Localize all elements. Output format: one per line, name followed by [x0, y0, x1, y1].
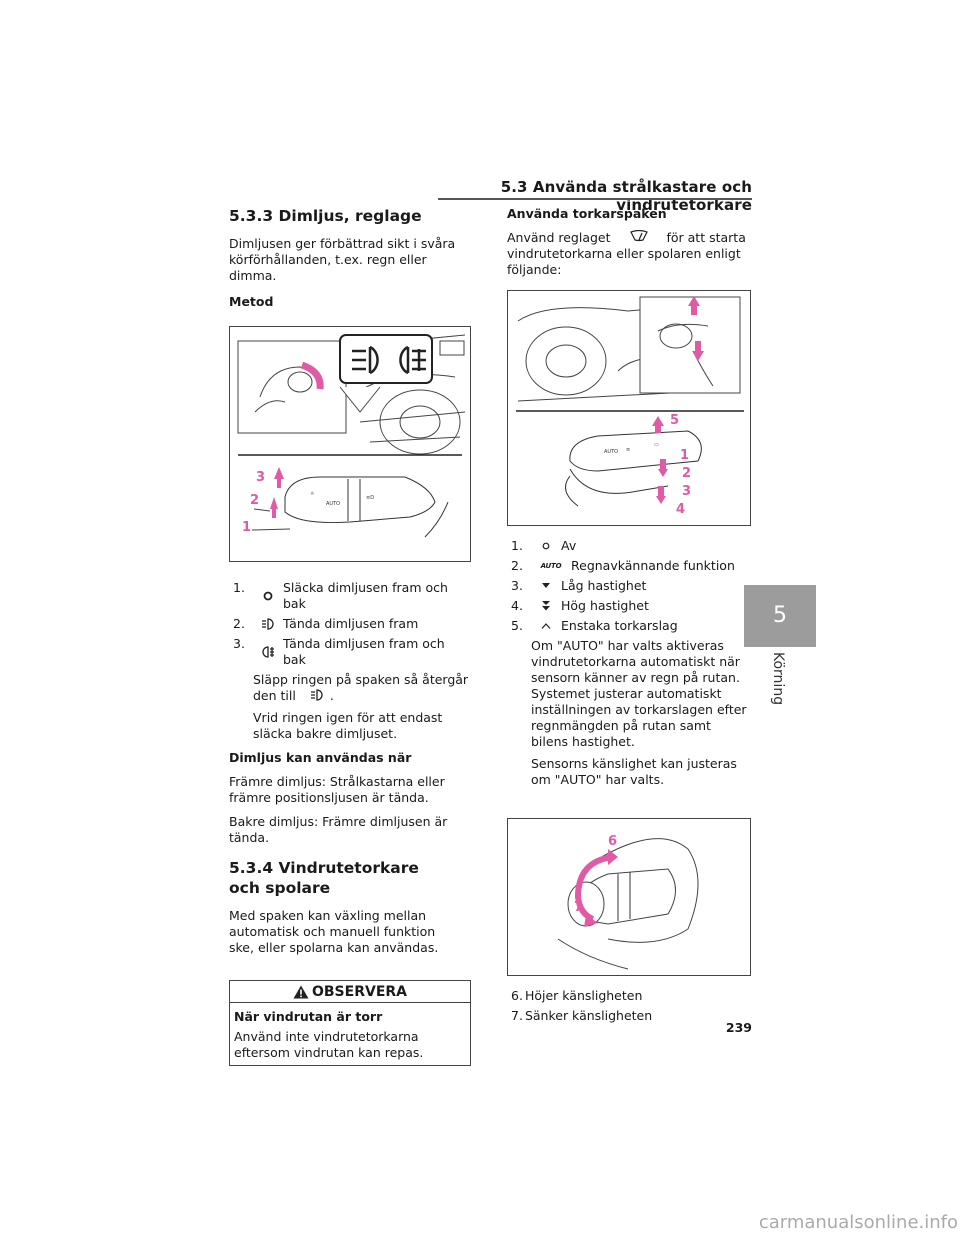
low-speed-icon	[531, 578, 561, 594]
fog-item-2-num: 2.	[233, 616, 245, 631]
wiper-item-5-text: Enstaka torkarslag	[561, 618, 678, 633]
fog-item-3-num: 3.	[233, 636, 245, 651]
off-ring-icon	[253, 580, 283, 612]
sens-item-7-text: Sänker känsligheten	[524, 1008, 653, 1023]
fog-item-1-num: 1.	[233, 580, 245, 595]
sensitivity-figure: 6 7	[507, 818, 751, 976]
wiper-instr-before: Använd reglaget	[507, 230, 611, 245]
wiper-item-3: 3. Låg hastighet	[511, 578, 751, 594]
fog-item-2: 2. Tända dimljusen fram	[233, 616, 471, 632]
sens-label-6: 6	[608, 834, 617, 849]
svg-text:AUTO: AUTO	[604, 449, 618, 455]
watermark: carmanualsonline.info	[758, 1212, 958, 1233]
sensitivity-note: Sensorns känslighet kan justeras om "AUT…	[531, 756, 737, 787]
auto-icon: AUTO	[540, 562, 562, 570]
front-fog-icon	[253, 616, 283, 632]
section-header: 5.3 Använda strålkastare och vindrutetor…	[500, 178, 752, 214]
release-note: Släpp ringen på spaken så återgår den ti…	[233, 672, 471, 704]
notice-heading: När vindrutan är torr	[234, 1009, 383, 1024]
wiper-item-1-num: 1.	[511, 538, 523, 553]
chapter-label-wrap: Körning	[770, 652, 790, 722]
wiper-item-5-num: 5.	[511, 618, 523, 633]
wiper-label-3: 3	[682, 484, 691, 499]
sens-label-7: 7	[574, 900, 583, 915]
notice-text: Använd inte vindrutetorkarna eftersom vi…	[234, 1029, 424, 1060]
wiper-item-3-num: 3.	[511, 578, 523, 593]
svg-text:≡D: ≡D	[366, 495, 374, 501]
wiper-item-4-num: 4.	[511, 598, 523, 613]
high-speed-icon	[531, 598, 561, 614]
wiper-item-5: 5. Enstaka torkarslag	[511, 618, 751, 634]
warning-icon	[293, 985, 309, 998]
page-number: 239	[725, 1020, 752, 1035]
wiper-icon	[629, 229, 648, 242]
wiper-item-3-text: Låg hastighet	[561, 578, 647, 593]
fog-item-1: 1. Släcka dimljusen fram och bak	[233, 580, 471, 612]
sensitivity-ring-illustration: 6 7	[557, 834, 699, 970]
chapter-tab[interactable]: 5	[744, 585, 816, 647]
section-title-wiper: 5.3.4 Vindrutetorkare och spolare	[229, 859, 419, 897]
sens-item-6-text: Höjer känsligheten	[524, 988, 643, 1003]
wiper-item-2: 2. AUTO Regnavkännande funktion	[511, 558, 751, 574]
wiper-instruction: Använd reglaget för att starta vindrutet…	[507, 229, 751, 278]
wiper-lever-figure: AUTO ≡ ▭ 5 1 2 3 4	[507, 290, 751, 526]
svg-text:≡: ≡	[626, 447, 630, 453]
wiper-item-1: 1. Av	[511, 538, 751, 554]
wiper-item-4: 4. Hög hastighet	[511, 598, 751, 614]
sens-item-6-num: 6.	[511, 988, 523, 1003]
wiper-label-5: 5	[670, 413, 679, 428]
rear-fog-condition: Bakre dimljus: Främre dimljusen är tända…	[229, 814, 448, 845]
wiper-item-2-num: 2.	[511, 558, 523, 573]
fog-label-3: 3	[256, 470, 265, 485]
fog-label-1: 1	[242, 520, 251, 535]
fog-intro: Dimljusen ger förbättrad sikt i svåra kö…	[229, 236, 456, 283]
fog-item-1-text: Släcka dimljusen fram och bak	[283, 580, 448, 611]
wiper-lever-illustration: AUTO ≡ ▭ 5 1 2 3 4	[516, 296, 744, 517]
wiper-item-2-text: Regnavkännande funktion	[571, 558, 735, 573]
wiper-label-1: 1	[680, 448, 689, 463]
left-column: 5.3.3 Dimljus, reglage Dimljusen ger för…	[229, 206, 471, 1066]
fog-item-3-text: Tända dimljusen fram och bak	[283, 636, 445, 667]
fog-lever-illustration: ☼ AUTO ≡D 3 2 1	[237, 334, 466, 538]
single-wipe-icon	[531, 618, 561, 634]
front-fog-condition: Främre dimljus: Strålkastarna eller främ…	[229, 774, 445, 805]
front-fog-icon-inline	[310, 689, 323, 701]
usable-heading: Dimljus kan användas när	[229, 750, 412, 765]
twist-note: Vrid ringen igen för att endast släcka b…	[253, 710, 443, 741]
wiper-instr-after: för att starta vindrutetorkarna eller sp…	[507, 230, 746, 277]
rear-fog-icon	[253, 636, 283, 668]
wiper-intro: Med spaken kan växling mellan automatisk…	[229, 908, 439, 955]
notice-box: OBSERVERA När vindrutan är torr Använd i…	[229, 980, 471, 1066]
wiper-label-4: 4	[676, 502, 685, 517]
sens-item-7: 7. Sänker känsligheten	[511, 1008, 751, 1024]
svg-text:▭: ▭	[654, 442, 659, 448]
fog-label-2: 2	[250, 493, 259, 508]
svg-text:☼: ☼	[310, 491, 314, 497]
svg-text:AUTO: AUTO	[326, 501, 340, 507]
release-text: Släpp ringen på spaken så återgår den ti…	[253, 672, 469, 703]
right-column: Använda torkarspaken Använd reglaget för…	[507, 206, 751, 1028]
notice-title: OBSERVERA	[311, 983, 407, 1000]
wiper-item-1-text: Av	[561, 538, 577, 553]
method-heading: Metod	[229, 294, 274, 309]
chapter-label: Körning	[770, 652, 786, 706]
sens-item-7-num: 7.	[511, 1008, 523, 1023]
header-rule	[438, 198, 752, 200]
notice-header: OBSERVERA	[230, 981, 470, 1003]
off-icon	[531, 538, 561, 554]
wiper-heading: Använda torkarspaken	[507, 206, 667, 221]
auto-description: Om "AUTO" har valts aktiveras vindruteto…	[531, 638, 747, 749]
fog-light-figure: ☼ AUTO ≡D 3 2 1	[229, 326, 471, 562]
release-end: .	[329, 688, 334, 703]
wiper-label-2: 2	[682, 466, 691, 481]
fog-item-3: 3. Tända dimljusen fram och bak	[233, 636, 471, 668]
sens-item-6: 6. Höjer känsligheten	[511, 988, 751, 1004]
wiper-item-4-text: Hög hastighet	[561, 598, 649, 613]
section-title-fog: 5.3.3 Dimljus, reglage	[229, 207, 422, 225]
fog-item-2-text: Tända dimljusen fram	[283, 616, 419, 631]
